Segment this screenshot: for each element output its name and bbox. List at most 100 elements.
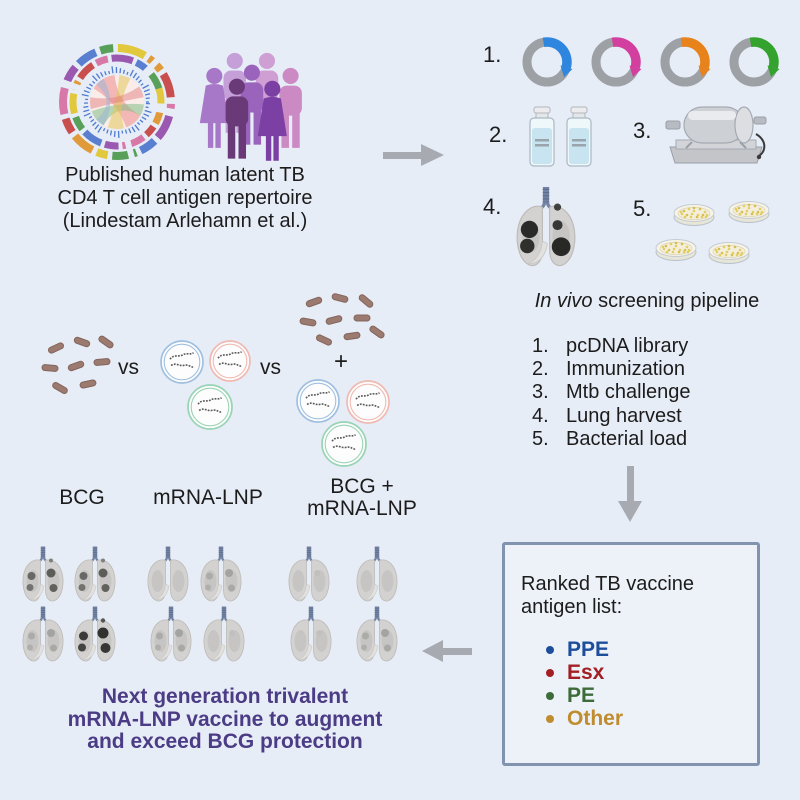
step-number-4: 4. [483,194,502,219]
pipeline-item-label: pcDNA library [566,335,689,357]
lung-outcome-icon [18,606,68,664]
conclusion-line: and exceed BCG protection [87,730,363,753]
lung-icon [356,546,398,602]
bullet-dot-icon [546,691,554,700]
pipeline-item: 2. Immunization [532,358,691,381]
step-number-5: 5. [633,196,652,221]
pipeline-item: 5. Bacterial load [532,428,691,451]
caption-line: CD4 T cell antigen repertoire [57,187,313,209]
conclusion-line: mRNA-LNP vaccine to augment [67,707,383,731]
lung-icon [22,546,64,602]
conclusion-text: Next generation trivalent mRNA-LNP vacci… [20,685,430,754]
lung-outcome-icon [70,546,120,604]
pipeline-item-number: 3. [532,381,549,404]
bcg-bacteria-icon [298,292,386,354]
pipeline-item-number: 1. [532,335,549,357]
pipeline-item: 4. Lung harvest [532,405,691,428]
step-number-1: 1. [483,42,502,67]
caption-line: Published human latent TB [65,164,305,186]
bcg-bacteria-icon [40,334,122,402]
lung-outcome-icon [143,546,193,604]
source-caption: Published human latent TB CD4 T cell ant… [25,164,345,233]
antigen-label: Esx [567,660,605,684]
pipeline-item-label: Bacterial load [566,427,688,450]
antigen-label: PPE [567,637,610,661]
pipeline-item-number: 2. [532,358,549,381]
step-number-2: 2. [489,122,508,147]
vs-label-2: vs [260,356,281,379]
lung-outcome-icon [196,546,246,604]
vaccine-vials-icon [526,106,596,168]
ranked-box-title: Ranked TB vaccine antigen list: [521,573,694,619]
aerosol-chamber-icon [660,102,774,166]
lung-icon [203,606,245,662]
pipeline-item-label: Immunization [566,358,685,381]
circos-plot-icon [57,42,177,162]
plasmid-icon [729,37,780,87]
plasmid-icon [522,37,573,87]
bullet-dot-icon [546,645,554,654]
pipeline-title-rest: screening pipeline [592,290,760,312]
lung-outcome-icon [146,606,196,664]
infected-lung-icon [510,186,582,270]
antigen-item: Esx [546,661,623,684]
petri-dishes-icon [652,190,796,276]
lung-icon [356,606,398,662]
lung-icon [147,546,189,602]
pipeline-title-italic: In vivo [534,290,593,312]
lung-icon [150,606,192,662]
antigen-item: PE [546,684,623,707]
lung-outcome-icon [199,606,249,664]
lung-outcome-icon [284,546,334,604]
group-label-line: mRNA-LNP [307,497,417,520]
antigen-list: PPE Esx PE Other [546,638,623,731]
mrna-lnp-trio-icon [158,336,252,432]
pipeline-item: 1. pcDNA library [532,335,691,358]
pipeline-item-number: 4. [532,404,549,427]
arrow-right-icon [383,144,445,166]
lung-icon [288,546,330,602]
antigen-label: PE [567,683,596,707]
step-number-3: 3. [633,118,652,143]
arrow-left-icon [422,640,472,662]
lung-icon [74,546,116,602]
bullet-dot-icon [546,668,554,677]
lung-outcome-icon [352,606,402,664]
bullet-dot-icon [546,715,554,724]
lung-outcome-icon [18,546,68,604]
group-label-line: BCG + [330,475,394,498]
caption-line: (Lindestam Arlehamn et al.) [62,210,308,232]
pipeline-item-label: Lung harvest [566,404,682,427]
lung-icon [74,606,116,662]
people-group-icon [198,48,308,164]
lung-icon [516,186,576,267]
ranked-box-title-line: Ranked TB vaccine [521,573,695,595]
plus-label: + [334,348,349,375]
antigen-item: Other [546,707,624,731]
plasmid-icon [660,37,711,87]
ranked-box-title-line: antigen list: [521,596,623,618]
arrow-down-icon [618,466,642,522]
group-label-bcg-mrna-lnp: BCG + mRNA-LNP [296,476,428,520]
lung-outcome-icon [352,546,402,604]
antigen-item: PPE [546,638,623,661]
ranked-antigen-box: Ranked TB vaccine antigen list: PPE Esx … [502,542,760,766]
lung-outcome-icon [286,606,336,664]
lung-icon [22,606,64,662]
pipeline-title: In vivo screening pipeline [497,290,797,313]
antigen-label: Other [567,707,624,731]
pipeline-item-number: 5. [532,427,549,450]
pipeline-list: 1. pcDNA library 2. Immunization 3. Mtb cha… [532,335,691,451]
lung-icon [290,606,332,662]
group-label-bcg: BCG [59,486,105,509]
vs-label-1: vs [118,356,139,379]
plasmid-icon [591,37,642,87]
group-label-mrna-lnp: mRNA-LNP [153,486,263,509]
mrna-lnp-trio-icon [294,374,394,468]
conclusion-line: Next generation trivalent [101,685,349,708]
pipeline-item: 3. Mtb challenge [532,381,691,404]
pipeline-item-label: Mtb challenge [566,381,691,404]
lung-outcome-icon [70,606,120,664]
plasmid-set-icon [518,30,783,92]
